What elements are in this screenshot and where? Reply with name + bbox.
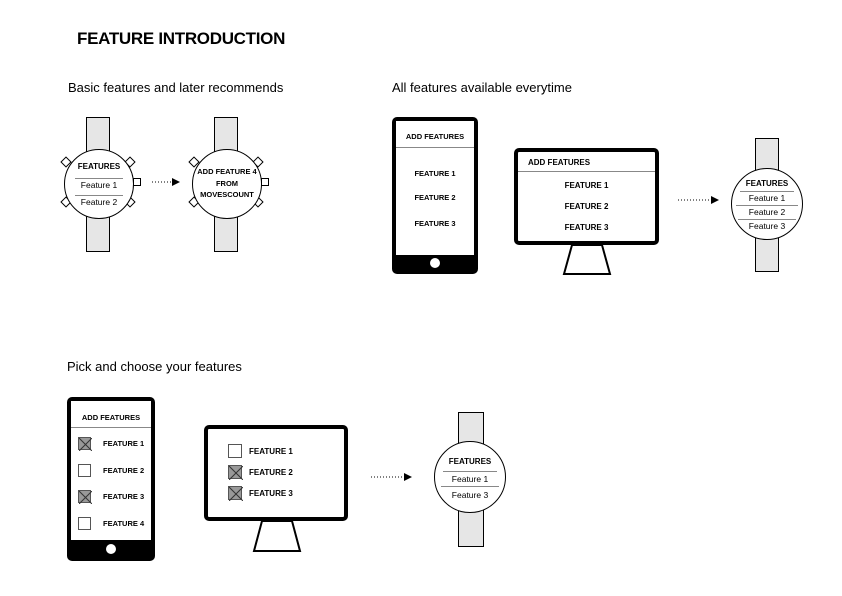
arrow-icon bbox=[371, 473, 412, 481]
section-heading-basic: Basic features and later recommends bbox=[68, 80, 284, 95]
phone-screen: ADD FEATURES FEATURE 1 FEATURE 2 FEATURE 3… bbox=[71, 401, 151, 540]
divider bbox=[740, 191, 794, 192]
phone-pick: ADD FEATURES FEATURE 1 FEATURE 2 FEATURE 3… bbox=[67, 397, 155, 561]
divider bbox=[518, 171, 655, 172]
watch-item[interactable]: Feature 1 bbox=[748, 193, 786, 203]
phone-header: ADD FEATURES bbox=[81, 413, 141, 422]
arrow-icon bbox=[678, 196, 719, 204]
watch-line: ADD FEATURE 4 bbox=[197, 167, 257, 176]
watch-header: FEATURES bbox=[745, 179, 789, 188]
monitor-pick: FEATURE 1 FEATURE 2 FEATURE 3 bbox=[204, 425, 348, 521]
checkbox-label[interactable]: FEATURE 1 bbox=[103, 439, 145, 448]
divider bbox=[75, 178, 123, 179]
watch-item[interactable]: Feature 3 bbox=[748, 221, 786, 231]
watch-item[interactable]: Feature 1 bbox=[451, 474, 489, 484]
watch-line: MOVESCOUNT bbox=[200, 190, 254, 199]
divider bbox=[738, 219, 796, 220]
phone-header: ADD FEATURES bbox=[405, 132, 465, 141]
checkbox-label[interactable]: FEATURE 3 bbox=[249, 489, 293, 498]
watch-face: ADD FEATURE 4 FROM MOVESCOUNT bbox=[192, 149, 262, 219]
monitor-stand bbox=[252, 520, 302, 552]
section-heading-pick: Pick and choose your features bbox=[67, 359, 242, 374]
checkbox-checked[interactable] bbox=[78, 490, 92, 504]
monitor-item[interactable]: FEATURE 3 bbox=[564, 223, 609, 232]
checkbox-checked[interactable] bbox=[78, 437, 92, 451]
divider bbox=[75, 195, 123, 196]
phone-item[interactable]: FEATURE 1 bbox=[414, 169, 456, 178]
watch-item[interactable]: Feature 2 bbox=[80, 197, 118, 207]
watch-face: FEATURES Feature 1 Feature 2 bbox=[64, 149, 134, 219]
checkbox-label[interactable]: FEATURE 2 bbox=[249, 468, 293, 477]
checkbox-unchecked[interactable] bbox=[78, 516, 91, 530]
checkbox-label[interactable]: FEATURE 4 bbox=[103, 518, 145, 528]
watch-line: FROM bbox=[215, 179, 239, 188]
phone-item[interactable]: FEATURE 2 bbox=[414, 193, 456, 202]
home-button[interactable] bbox=[106, 544, 116, 554]
divider bbox=[443, 471, 497, 472]
section-heading-all: All features available everytime bbox=[392, 80, 572, 95]
watch-face: FEATURES Feature 1 Feature 2 Feature 3 bbox=[731, 168, 803, 240]
watch-item[interactable]: Feature 3 bbox=[451, 490, 489, 500]
phone-item[interactable]: FEATURE 3 bbox=[414, 219, 456, 228]
checkbox-label[interactable]: FEATURE 2 bbox=[103, 465, 145, 475]
divider bbox=[396, 147, 474, 148]
monitor-item[interactable]: FEATURE 1 bbox=[564, 181, 609, 190]
x-mark-icon bbox=[229, 487, 243, 501]
checkbox-checked[interactable] bbox=[228, 465, 243, 480]
home-button[interactable] bbox=[430, 258, 440, 268]
divider bbox=[736, 205, 798, 206]
checkbox-label[interactable]: FEATURE 1 bbox=[249, 447, 293, 456]
page-title: FEATURE INTRODUCTION bbox=[77, 29, 286, 48]
checkbox-label[interactable]: FEATURE 3 bbox=[103, 492, 145, 501]
checkbox-unchecked[interactable] bbox=[78, 463, 91, 477]
x-mark-icon bbox=[79, 438, 92, 451]
divider bbox=[71, 427, 151, 428]
watch-item[interactable]: Feature 2 bbox=[748, 207, 786, 217]
watch-header: FEATURES bbox=[448, 457, 492, 466]
arrow-icon bbox=[152, 178, 180, 186]
divider bbox=[441, 486, 499, 487]
watch-button[interactable] bbox=[261, 178, 269, 186]
monitor-header: ADD FEATURES bbox=[528, 158, 591, 167]
monitor-all: ADD FEATURES FEATURE 1 FEATURE 2 FEATURE… bbox=[514, 148, 659, 245]
phone-screen: ADD FEATURES FEATURE 1 FEATURE 2 FEATURE… bbox=[396, 121, 474, 255]
checkbox-checked[interactable] bbox=[228, 486, 243, 501]
monitor-item[interactable]: FEATURE 2 bbox=[564, 202, 609, 211]
watch-item[interactable]: Feature 1 bbox=[80, 180, 118, 190]
phone-all: ADD FEATURES FEATURE 1 FEATURE 2 FEATURE… bbox=[392, 117, 478, 274]
x-mark-icon bbox=[79, 491, 92, 504]
checkbox-unchecked[interactable] bbox=[228, 444, 242, 458]
watch-button[interactable] bbox=[133, 178, 141, 186]
monitor-stand bbox=[562, 244, 612, 275]
watch-header: FEATURES bbox=[77, 162, 121, 171]
watch-face: FEATURES Feature 1 Feature 3 bbox=[434, 441, 506, 513]
x-mark-icon bbox=[229, 466, 243, 480]
